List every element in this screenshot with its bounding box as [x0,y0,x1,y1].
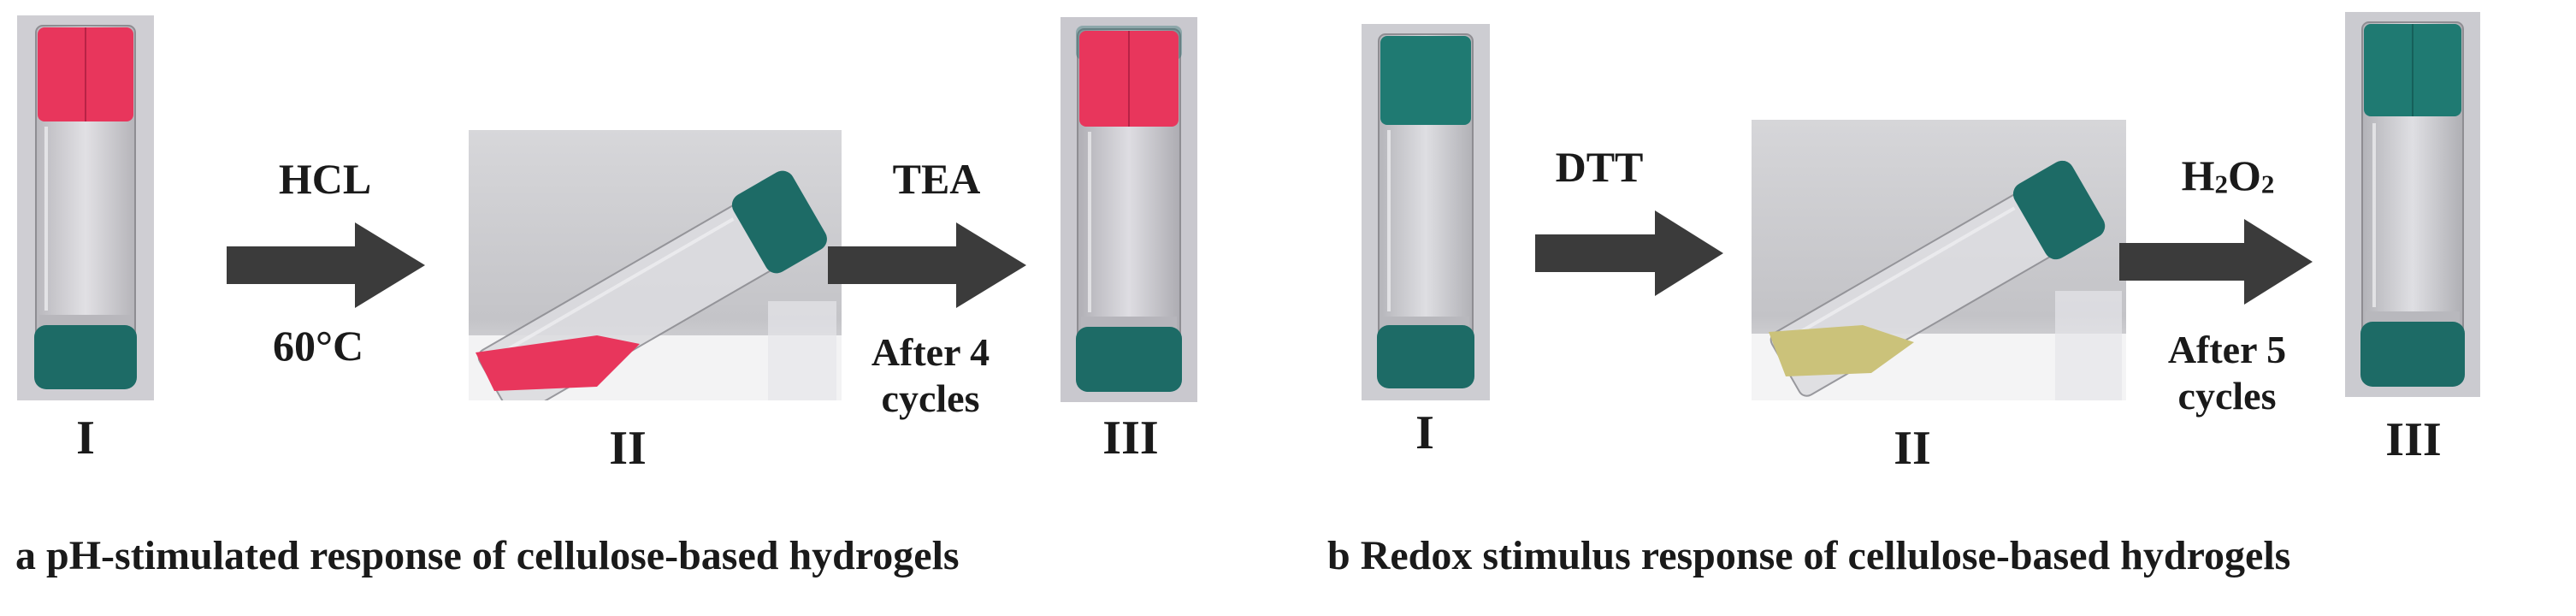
yellow-gel [1769,325,1914,376]
vial-a-i-photo [17,15,154,400]
teal-gel [1380,36,1471,125]
condition-after-5-cycles: After 5 cycles [2167,328,2287,418]
vial-b-iii-photo [2345,12,2480,397]
vial-a-ii-photo [469,130,842,400]
reagent-tea: TEA [892,155,981,203]
label-a-ii: II [609,422,647,475]
caption-b: b Redox stimulus response of cellulose-b… [1327,533,2291,578]
vial-b-ii-photo [1752,120,2126,400]
condition-after-4-cycles: After 4 cycles [871,330,990,421]
reagent-dtt: DTT [1555,143,1644,191]
red-gel [476,335,640,391]
label-b-iii: III [2385,413,2442,466]
cap [2360,322,2465,387]
vial-b-i-photo [1362,24,1490,400]
arrow-right-icon [2119,219,2313,305]
vial-a-iii-photo [1061,17,1197,402]
label-b-ii: II [1894,422,1931,475]
reagent-h: H [2181,151,2215,199]
arrow-right-icon [1535,210,1723,296]
reagent-o: O [2228,151,2261,199]
label-a-iii: III [1102,412,1159,465]
label-b-i: I [1415,406,1434,459]
reagent-sub: 2 [2260,169,2275,199]
caption-a: a pH-stimulated response of cellulose-ba… [15,533,960,578]
cap [1377,325,1474,388]
label-a-i: I [76,412,95,465]
arrow-right-icon [828,222,1026,308]
reagent-sub: 2 [2214,169,2229,199]
reagent-h2o2: H2O2 [2182,151,2275,200]
condition-60c: 60°C [272,322,364,370]
arrow-right-icon [227,222,425,308]
cap [34,325,137,389]
cap [1076,327,1182,392]
reagent-hcl: HCL [278,155,372,203]
